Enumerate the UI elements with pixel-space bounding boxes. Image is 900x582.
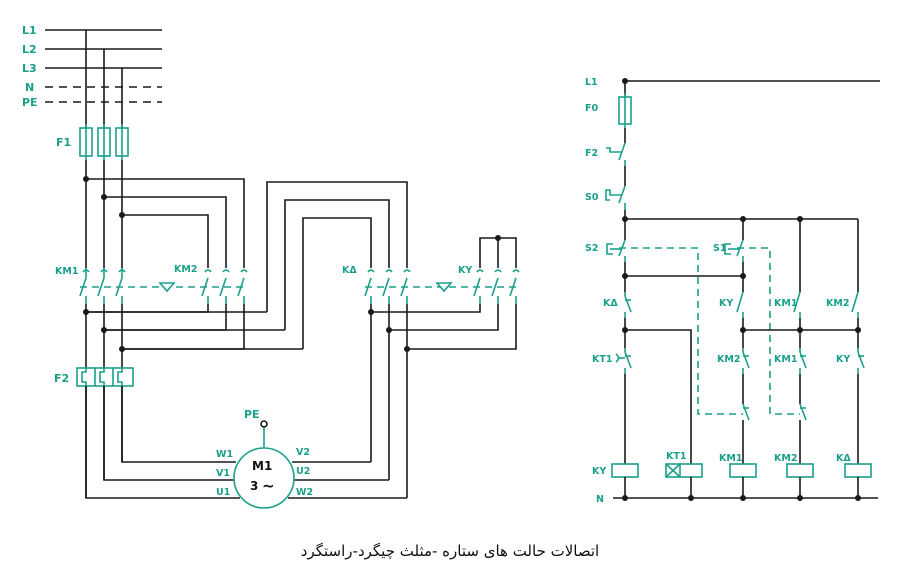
ctrl-label-kt1-coil: KT1 <box>666 451 686 462</box>
ctrl-s0-button <box>605 185 626 210</box>
ctrl-f2-contact <box>606 142 626 166</box>
terminal-u2: U2 <box>296 466 310 477</box>
ctrl-col4-km2-no <box>851 291 859 318</box>
ctrl-label-col4-km2: KM2 <box>826 298 849 309</box>
motor-m1: M1 3 ~ <box>233 420 295 509</box>
label-ky: KY <box>458 265 472 276</box>
ctrl-label-col3-km1a: KM1 <box>774 298 797 309</box>
label-l2: L2 <box>22 43 37 56</box>
label-l1: L1 <box>22 24 37 37</box>
ctrl-col2-km2-nc <box>742 348 750 374</box>
ctrl-coil-km2 <box>786 463 814 478</box>
ctrl-kt1-contact <box>615 348 632 374</box>
ctrl-label-l1: L1 <box>585 77 598 88</box>
ctrl-coil-kdelta <box>844 463 872 478</box>
control-circuit: L1 F0 F2 S0 S2 <box>585 77 880 505</box>
ctrl-col3-km1-no <box>793 291 801 318</box>
ctrl-col3-s1-nc <box>799 403 807 421</box>
motor-tilde: ~ <box>262 477 275 495</box>
ctrl-col4-ky-nc <box>857 348 865 374</box>
terminal-u1: U1 <box>216 487 230 498</box>
label-km1: KM1 <box>55 266 78 277</box>
ctrl-label-col2-ky: KY <box>719 298 733 309</box>
label-kdelta: KΔ <box>342 265 357 276</box>
ctrl-coil-kt1 <box>665 463 703 478</box>
label-n: N <box>25 81 34 94</box>
label-motor-pe: PE <box>244 408 260 421</box>
ctrl-kdelta-nc <box>624 292 632 318</box>
overload-f2 <box>76 367 134 387</box>
motor-name: M1 <box>252 459 272 473</box>
label-f1: F1 <box>56 136 71 149</box>
terminal-w2: W2 <box>296 487 313 498</box>
label-l3: L3 <box>22 62 37 75</box>
ctrl-col3-km1-nc <box>799 348 807 374</box>
motor-phase: 3 <box>250 479 258 493</box>
ctrl-s1-button <box>724 239 744 262</box>
terminal-w1: W1 <box>216 449 233 460</box>
ctrl-s2-button <box>606 239 626 262</box>
ctrl-label-n: N <box>596 494 604 505</box>
ctrl-label-col1-kt1: KT1 <box>592 354 612 365</box>
ctrl-coil-ky <box>611 463 639 478</box>
power-circuit: L1 L2 L3 N PE F1 K <box>22 24 520 509</box>
ctrl-label-f2: F2 <box>585 148 598 159</box>
label-f2-power: F2 <box>54 372 69 385</box>
ctrl-label-s2: S2 <box>585 243 598 254</box>
label-km2: KM2 <box>174 264 197 275</box>
ctrl-label-col1-kdelta: KΔ <box>603 298 618 309</box>
ctrl-label-f0: F0 <box>585 103 598 114</box>
ctrl-label-s1: S1 <box>713 243 726 254</box>
ctrl-label-s0: S0 <box>585 192 599 203</box>
ctrl-coil-km1 <box>729 463 757 478</box>
label-pe: PE <box>22 96 38 109</box>
ctrl-label-col2-km1: KM1 <box>719 453 742 464</box>
ctrl-label-col1-ky: KY <box>592 466 606 477</box>
terminal-v2: V2 <box>296 447 310 458</box>
ctrl-label-col4-ky: KY <box>836 354 850 365</box>
ctrl-label-col3-km1b: KM1 <box>774 354 797 365</box>
ctrl-label-col4-kdelta: KΔ <box>836 453 851 464</box>
ctrl-label-col3-km2: KM2 <box>774 453 797 464</box>
terminal-v1: V1 <box>216 468 230 479</box>
contactor-km1 <box>79 268 126 304</box>
diagram-caption: اتصالات حالت های ستاره -مثلث چیگرد-راستگ… <box>300 542 600 560</box>
ctrl-label-col2-km2: KM2 <box>717 354 740 365</box>
ctrl-col2-s2-nc <box>742 403 750 421</box>
ctrl-col2-ky-no <box>736 291 744 318</box>
